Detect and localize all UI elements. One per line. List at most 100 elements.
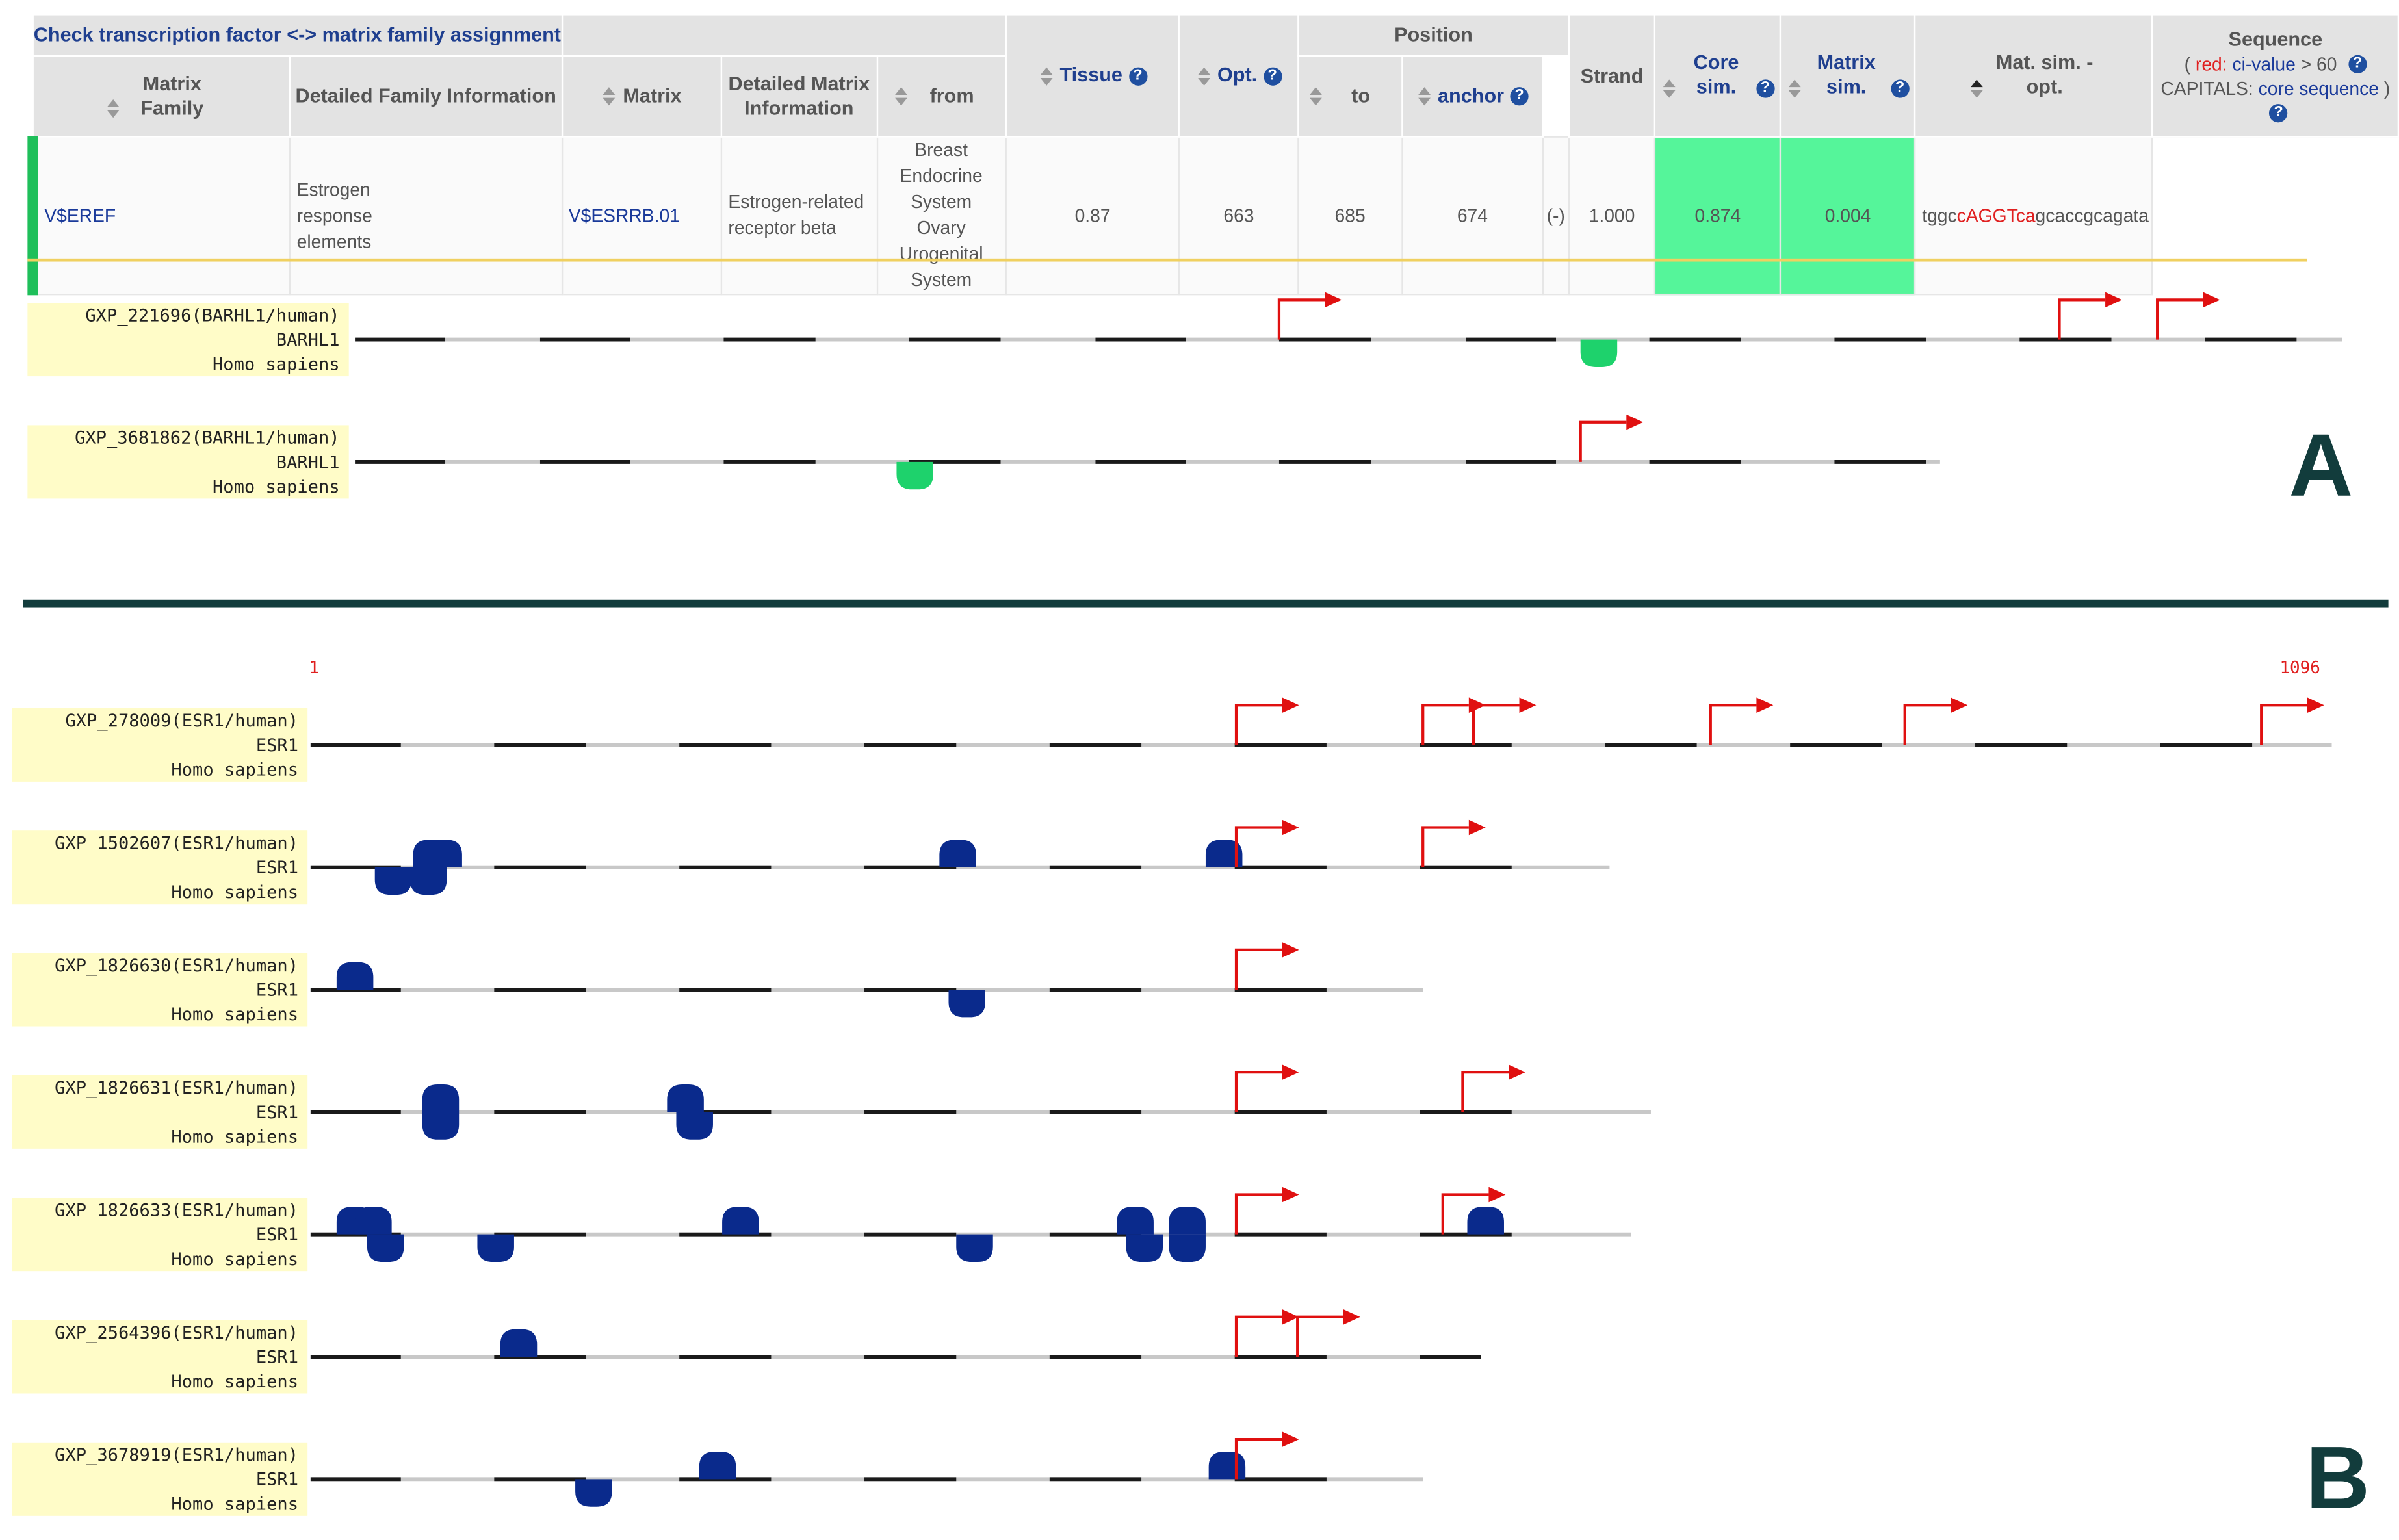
th-position: Position xyxy=(1297,14,1570,57)
sort-arrows-icon[interactable] xyxy=(1969,76,1985,101)
track-graphic xyxy=(310,1064,1651,1140)
th-matrix[interactable]: Matrix xyxy=(560,55,723,138)
track-gene: ESR1 xyxy=(255,1468,299,1490)
cell-matrix-sim: 0.874 xyxy=(1654,136,1782,296)
th-from-label: from xyxy=(929,83,974,107)
th-matrix-sim[interactable]: Matrix sim.? xyxy=(1780,14,1916,138)
binding-site-icon xyxy=(667,1084,704,1112)
binding-site-icon xyxy=(425,840,462,867)
th-anchor-label: anchor xyxy=(1438,83,1505,107)
track-id: GXP_3681862(BARHL1/human) xyxy=(75,426,340,448)
anchor-value: 674 xyxy=(1457,204,1488,226)
track-graphic xyxy=(355,292,2342,367)
tss-arrow-icon xyxy=(1296,1309,1360,1357)
binding-site-icon xyxy=(500,1329,538,1357)
th-matrix-info: Detailed Matrix Information xyxy=(720,55,878,138)
axis-end-label: 1096 xyxy=(2279,658,2320,678)
matrix-family-link[interactable]: V$EREF xyxy=(44,204,116,226)
th-position-label: Position xyxy=(1394,23,1473,46)
panel-a-letter: A xyxy=(2289,416,2354,516)
binding-site-icon xyxy=(1126,1234,1163,1263)
table-title-link[interactable]: Check transcription factor <-> matrix fa… xyxy=(33,23,561,46)
track-graphic xyxy=(310,697,2332,747)
sort-arrows-icon[interactable] xyxy=(894,84,909,109)
track-species: Homo sapiens xyxy=(212,353,340,375)
cell-tissue: Breast Endocrine System Ovary Urogenital… xyxy=(875,136,1007,296)
table-title-cell: Check transcription factor <-> matrix fa… xyxy=(32,14,563,57)
th-matrix-sim-label: Matrix sim. xyxy=(1817,51,1876,99)
th-anchor[interactable]: anchor? xyxy=(1401,55,1544,138)
tss-arrow-icon xyxy=(1277,292,1342,340)
sort-arrows-icon[interactable] xyxy=(1039,64,1054,88)
track-gene: ESR1 xyxy=(255,734,299,756)
th-matrix-label: Matrix xyxy=(623,83,682,107)
binding-site-icon xyxy=(355,1207,392,1235)
sort-arrows-icon[interactable] xyxy=(1196,64,1212,88)
binding-site-icon xyxy=(939,840,976,867)
cell-matrix-info: Estrogen-related receptor beta xyxy=(720,136,878,296)
matrix-link[interactable]: V$ESRRB.01 xyxy=(568,204,680,226)
cell-to: 685 xyxy=(1297,136,1403,296)
binding-site-icon xyxy=(896,461,933,490)
track-id: GXP_2564396(ESR1/human) xyxy=(55,1321,299,1343)
track-id: GXP_1826630(ESR1/human) xyxy=(55,954,299,976)
sort-arrows-icon[interactable] xyxy=(601,84,617,109)
th-strand-label: Strand xyxy=(1580,63,1644,87)
th-opt[interactable]: Opt.? xyxy=(1178,14,1299,138)
help-icon[interactable]: ? xyxy=(2269,104,2288,123)
help-icon[interactable]: ? xyxy=(1128,67,1147,86)
tss-arrow-icon xyxy=(1234,697,1299,745)
track-gene: ESR1 xyxy=(255,856,299,879)
cell-core-sim: 1.000 xyxy=(1568,136,1656,296)
cell-mat-sim-opt: 0.004 xyxy=(1780,136,1916,296)
th-core-sim[interactable]: Core sim.? xyxy=(1654,14,1782,138)
tss-arrow-icon xyxy=(1234,1431,1299,1480)
th-matrix-family[interactable]: Matrix Family xyxy=(32,55,291,138)
track-graphic xyxy=(310,819,1610,895)
tss-arrow-icon xyxy=(2260,697,2324,745)
cell-from: 663 xyxy=(1178,136,1299,296)
sort-arrows-icon[interactable] xyxy=(1416,84,1432,109)
binding-site-icon xyxy=(956,1234,993,1263)
binding-site-icon xyxy=(699,1451,736,1480)
tissue-item: Breast xyxy=(914,139,968,161)
tss-arrow-icon xyxy=(1903,697,1968,745)
sort-arrows-icon[interactable] xyxy=(105,97,120,122)
tss-arrow-icon xyxy=(1709,697,1774,745)
tss-arrow-icon xyxy=(1234,1187,1299,1235)
binding-site-icon xyxy=(422,1112,460,1140)
binding-site-icon xyxy=(1169,1234,1206,1263)
th-mat-sim-opt[interactable]: Mat. sim. - opt. xyxy=(1914,14,2153,138)
sort-arrows-icon[interactable] xyxy=(1661,76,1677,101)
th-from[interactable]: from xyxy=(875,55,1007,138)
binding-site-icon xyxy=(374,867,412,895)
th-to[interactable]: to xyxy=(1297,55,1403,138)
sort-arrows-icon[interactable] xyxy=(1787,76,1802,101)
th-strand: Strand xyxy=(1568,14,1656,138)
panel-divider xyxy=(23,599,2389,608)
help-icon[interactable]: ? xyxy=(1756,79,1774,98)
track-id: GXP_1502607(ESR1/human) xyxy=(55,832,299,854)
sort-arrows-icon[interactable] xyxy=(1309,84,1325,109)
track-id: GXP_1826633(ESR1/human) xyxy=(55,1199,299,1221)
binding-site-icon xyxy=(948,990,985,1018)
help-icon[interactable]: ? xyxy=(1263,67,1282,86)
core-sim-value: 1.000 xyxy=(1589,204,1635,226)
help-icon[interactable]: ? xyxy=(2348,55,2367,74)
help-icon[interactable]: ? xyxy=(1510,87,1529,107)
binding-site-icon xyxy=(722,1207,759,1235)
help-icon[interactable]: ? xyxy=(1890,79,1910,98)
tissue-item: Endocrine System xyxy=(900,165,983,213)
track-species: Homo sapiens xyxy=(171,1125,299,1148)
th-tissue[interactable]: Tissue? xyxy=(1005,14,1180,138)
